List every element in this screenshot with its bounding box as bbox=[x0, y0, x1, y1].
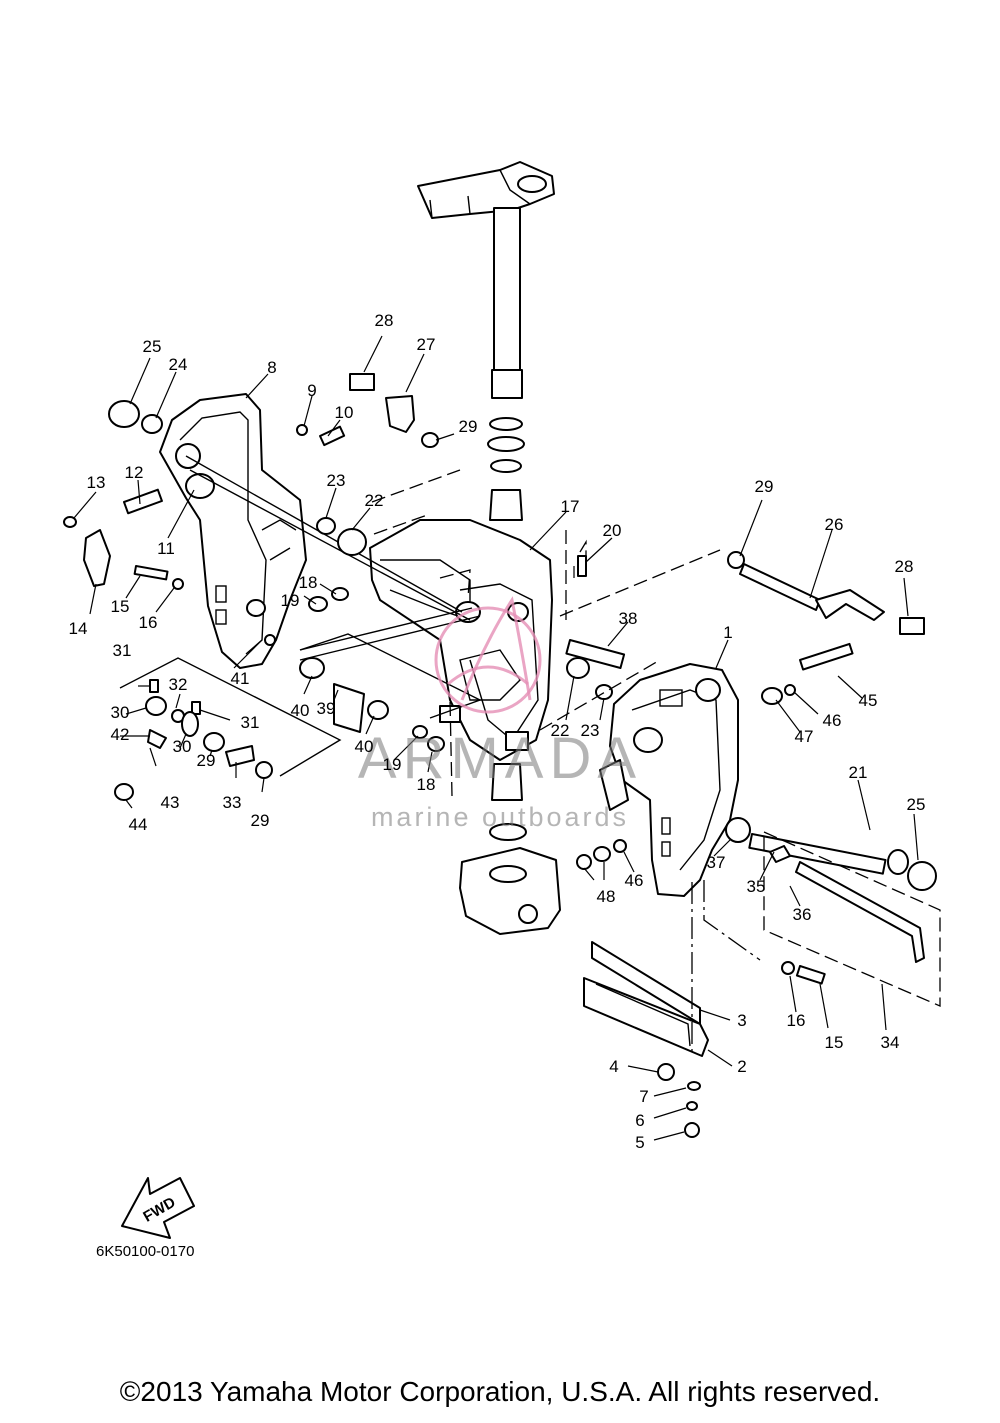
callout-label: 7 bbox=[639, 1087, 648, 1106]
callout-label: 39 bbox=[317, 699, 336, 718]
callout-label: 19 bbox=[281, 591, 300, 610]
callout-label: 18 bbox=[417, 775, 436, 794]
callout-label: 42 bbox=[111, 725, 130, 744]
callout-labels: 1 2 3 4 5 6 7 8 9 10 11 12 13 14 15 15 1… bbox=[69, 311, 926, 1152]
callout-label: 8 bbox=[267, 358, 276, 377]
watermark-logo bbox=[434, 596, 542, 714]
callout-label: 48 bbox=[597, 887, 616, 906]
callout-label: 16 bbox=[787, 1011, 806, 1030]
callout-label: 46 bbox=[625, 871, 644, 890]
swivel-bracket bbox=[369, 519, 553, 761]
callout-label: 2 bbox=[737, 1057, 746, 1076]
callout-label: 29 bbox=[197, 751, 216, 770]
callout-label: 1 bbox=[723, 623, 732, 642]
copyright-notice: ©2013 Yamaha Motor Corporation, U.S.A. A… bbox=[119, 1376, 881, 1407]
callout-label: 15 bbox=[111, 597, 130, 616]
callout-label: 26 bbox=[825, 515, 844, 534]
callout-label: 30 bbox=[111, 703, 130, 722]
callout-label: 35 bbox=[747, 877, 766, 896]
callout-label: 31 bbox=[241, 713, 260, 732]
callout-label: 29 bbox=[251, 811, 270, 830]
callout-label: 44 bbox=[129, 815, 148, 834]
callout-label: 9 bbox=[307, 381, 316, 400]
callout-label: 30 bbox=[173, 737, 192, 756]
callout-label: 38 bbox=[619, 609, 638, 628]
callout-label: 29 bbox=[459, 417, 478, 436]
drawing-code: 6K50100-0170 bbox=[96, 1243, 194, 1260]
callout-label: 47 bbox=[795, 727, 814, 746]
steering-shaft bbox=[417, 161, 555, 399]
callout-label: 21 bbox=[849, 763, 868, 782]
callout-label: 37 bbox=[707, 853, 726, 872]
trim-rod bbox=[769, 845, 925, 963]
callout-label: 4 bbox=[609, 1057, 618, 1076]
callout-label: 6 bbox=[635, 1111, 644, 1130]
callout-label: 28 bbox=[375, 311, 394, 330]
callout-label: 45 bbox=[859, 691, 878, 710]
callout-label: 34 bbox=[881, 1033, 900, 1052]
tilt-lever bbox=[727, 551, 885, 621]
callout-label: 10 bbox=[335, 403, 354, 422]
callout-label: 5 bbox=[635, 1133, 644, 1152]
callout-label: 22 bbox=[365, 491, 384, 510]
callout-label: 23 bbox=[581, 721, 600, 740]
callout-label: 29 bbox=[755, 477, 774, 496]
callout-label: 15 bbox=[825, 1033, 844, 1052]
callout-label: 16 bbox=[139, 613, 158, 632]
callout-label: 31 bbox=[113, 641, 132, 660]
callout-label: 36 bbox=[793, 905, 812, 924]
callout-label: 20 bbox=[603, 521, 622, 540]
callout-label: 19 bbox=[383, 755, 402, 774]
lower-mount bbox=[459, 763, 561, 935]
callout-label: 17 bbox=[561, 497, 580, 516]
leader-lines bbox=[73, 335, 919, 1141]
callout-label: 27 bbox=[417, 335, 436, 354]
hardware bbox=[63, 373, 925, 1138]
callout-label: 41 bbox=[231, 669, 250, 688]
callout-label: 23 bbox=[327, 471, 346, 490]
callout-label: 40 bbox=[355, 737, 374, 756]
callout-label: 32 bbox=[169, 675, 188, 694]
callout-label: 25 bbox=[907, 795, 926, 814]
assembly-lines bbox=[119, 469, 941, 1056]
callout-label: 11 bbox=[157, 539, 175, 558]
clamp-bracket-left bbox=[159, 393, 307, 669]
watermark: ARMADA marine outboards bbox=[358, 596, 642, 832]
callout-label: 40 bbox=[291, 701, 310, 720]
callout-label: 28 bbox=[895, 557, 914, 576]
callout-label: 14 bbox=[69, 619, 88, 638]
callout-label: 24 bbox=[169, 355, 188, 374]
watermark-tagline: marine outboards bbox=[371, 802, 629, 832]
callout-label: 18 bbox=[299, 573, 318, 592]
callout-label: 43 bbox=[161, 793, 180, 812]
callout-label: 22 bbox=[551, 721, 570, 740]
callout-label: 12 bbox=[125, 463, 144, 482]
shim-block bbox=[583, 941, 709, 1057]
clamp-bracket-right bbox=[599, 663, 739, 897]
watermark-brand: ARMADA bbox=[358, 726, 642, 791]
callout-label: 46 bbox=[823, 711, 842, 730]
callout-label: 25 bbox=[143, 337, 162, 356]
callout-label: 13 bbox=[87, 473, 106, 492]
callout-label: 33 bbox=[223, 793, 242, 812]
callout-label: 3 bbox=[737, 1011, 746, 1030]
fwd-arrow: FWD bbox=[121, 1177, 195, 1239]
